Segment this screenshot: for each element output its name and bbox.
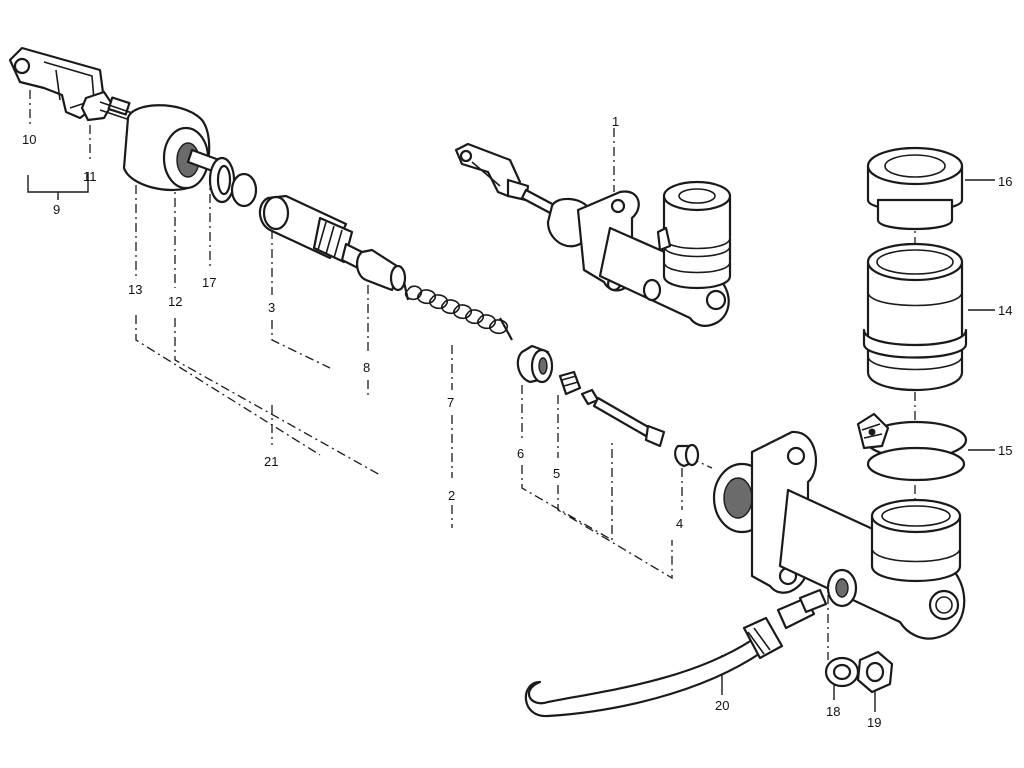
band-clamp-part-15 [856,412,968,482]
leader-5 [557,395,673,580]
callout-1: 1 [612,114,619,129]
leader-3 [271,230,331,369]
callout-16: 16 [998,174,1012,189]
clevis-yoke-part-10 [8,46,106,120]
callout-13: 13 [128,282,142,297]
callout-10: 10 [22,132,36,147]
valve-part-4 [674,443,700,468]
spring-seat-part-6 [516,344,554,384]
callout-12: 12 [168,294,182,309]
valve-rod [580,388,666,448]
return-spring-part-7 [402,281,513,341]
callout-4: 4 [676,516,683,531]
leader-6 [521,385,613,542]
callout-14: 14 [998,303,1012,318]
callout-21: 21 [264,454,278,469]
reservoir-part-14 [862,242,968,392]
master-cylinder-assembly-part-1 [454,142,732,327]
callout-6: 6 [517,446,524,461]
stopper-washer [230,172,258,208]
callout-8: 8 [363,360,370,375]
reservoir-cap-part-16 [866,146,964,231]
callout-labels: 1 2 3 4 5 6 7 8 9 10 11 12 13 14 15 16 1… [22,114,1012,730]
callout-19: 19 [867,715,881,730]
callout-5: 5 [553,466,560,481]
callout-18: 18 [826,704,840,719]
washer-part-18 [824,656,860,688]
callout-2: 2 [448,488,455,503]
leader-21-a [135,315,321,456]
lock-nut-part-11 [80,90,131,122]
piston-cup-part-8 [356,248,407,292]
callout-17: 17 [202,275,216,290]
master-cylinder-body [712,430,966,640]
leader-9-bracket [27,172,89,193]
callout-9: 9 [53,202,60,217]
callout-20: 20 [715,698,729,713]
nut-part-19 [856,650,894,694]
callout-11: 11 [83,169,97,184]
stopper-ring-part-17 [208,156,236,204]
callout-15: 15 [998,443,1012,458]
valve-spring-part-5 [558,370,582,396]
callout-3: 3 [268,300,275,315]
dust-boot-part-13 [122,104,211,192]
hose-part-20 [524,588,828,718]
leader-21-b [174,318,381,476]
piston-part-3 [258,194,364,270]
callout-7: 7 [447,395,454,410]
